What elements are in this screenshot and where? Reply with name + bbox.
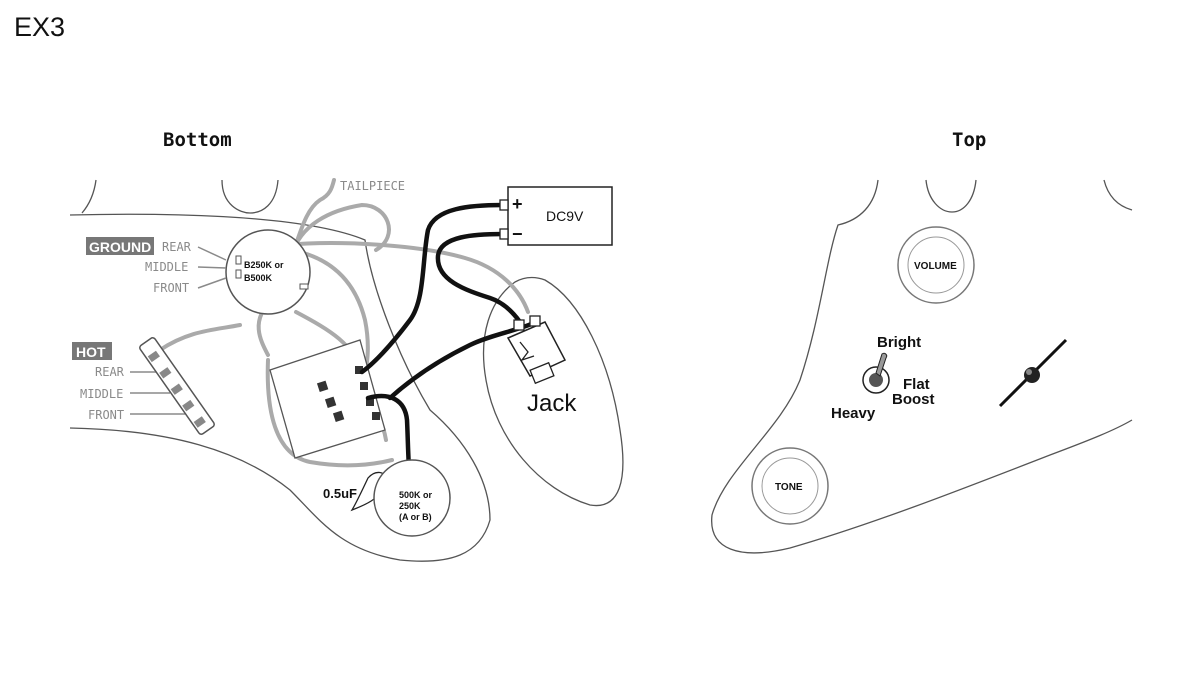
jack-label: Jack — [527, 390, 577, 417]
switch-label-boost: Boost — [892, 391, 935, 408]
jack-connector — [506, 315, 567, 385]
battery-plus-sign: + — [512, 194, 523, 214]
volume-knob-label: VOLUME — [914, 261, 957, 272]
toggle-switch — [862, 352, 890, 394]
capacitor-label: 0.5uF — [323, 486, 357, 501]
bottom-view: Bottom B250K or B500K TAILPIECE GROUND R… — [69, 129, 624, 562]
pickup-selector-lever — [998, 338, 1068, 408]
battery — [507, 186, 613, 246]
tone-pot-label-1: 500K or — [399, 490, 433, 500]
volume-pot-label-1: B250K or — [244, 260, 284, 270]
bottom-heading: Bottom — [163, 129, 232, 151]
top-view: Top VOLUME TONE Bright Flat Boost Heavy — [711, 129, 1133, 554]
pickup-selector-switch — [139, 337, 215, 435]
volume-pot — [225, 229, 311, 315]
jack-plate-outline — [482, 276, 624, 507]
hot-row-front: FRONT — [88, 408, 124, 422]
hot-row-middle: MIDDLE — [80, 387, 123, 401]
battery-minus-sign: − — [512, 224, 523, 244]
top-heading: Top — [952, 129, 986, 151]
switch-label-bright: Bright — [877, 334, 921, 351]
top-pickguard-outline — [711, 179, 1133, 554]
ground-row-middle: MIDDLE — [145, 260, 188, 274]
hot-badge-text: HOT — [76, 344, 106, 360]
ground-row-front: FRONT — [153, 281, 189, 295]
volume-pot-label-2: B500K — [244, 273, 273, 283]
tailpiece-label: TAILPIECE — [340, 179, 405, 193]
tone-pot — [373, 459, 451, 537]
battery-minus-wire — [435, 231, 523, 325]
bottom-pickguard-outline — [69, 213, 491, 562]
battery-label: DC9V — [546, 208, 584, 224]
hot-row-rear: REAR — [95, 365, 125, 379]
ground-row-rear: REAR — [162, 240, 192, 254]
tone-pot-label-2: 250K — [399, 501, 421, 511]
tone-pot-label-3: (A or B) — [399, 512, 432, 522]
switch-label-heavy: Heavy — [831, 405, 876, 422]
diagram-title: EX3 — [14, 12, 65, 42]
ground-badge-text: GROUND — [89, 239, 151, 255]
hot-badge — [72, 342, 112, 360]
ground-badge — [86, 237, 154, 255]
battery-plus-wire — [359, 202, 506, 375]
tone-knob-label: TONE — [775, 482, 803, 493]
switch-label-flat: Flat — [903, 376, 930, 393]
circuit-board — [269, 339, 386, 459]
